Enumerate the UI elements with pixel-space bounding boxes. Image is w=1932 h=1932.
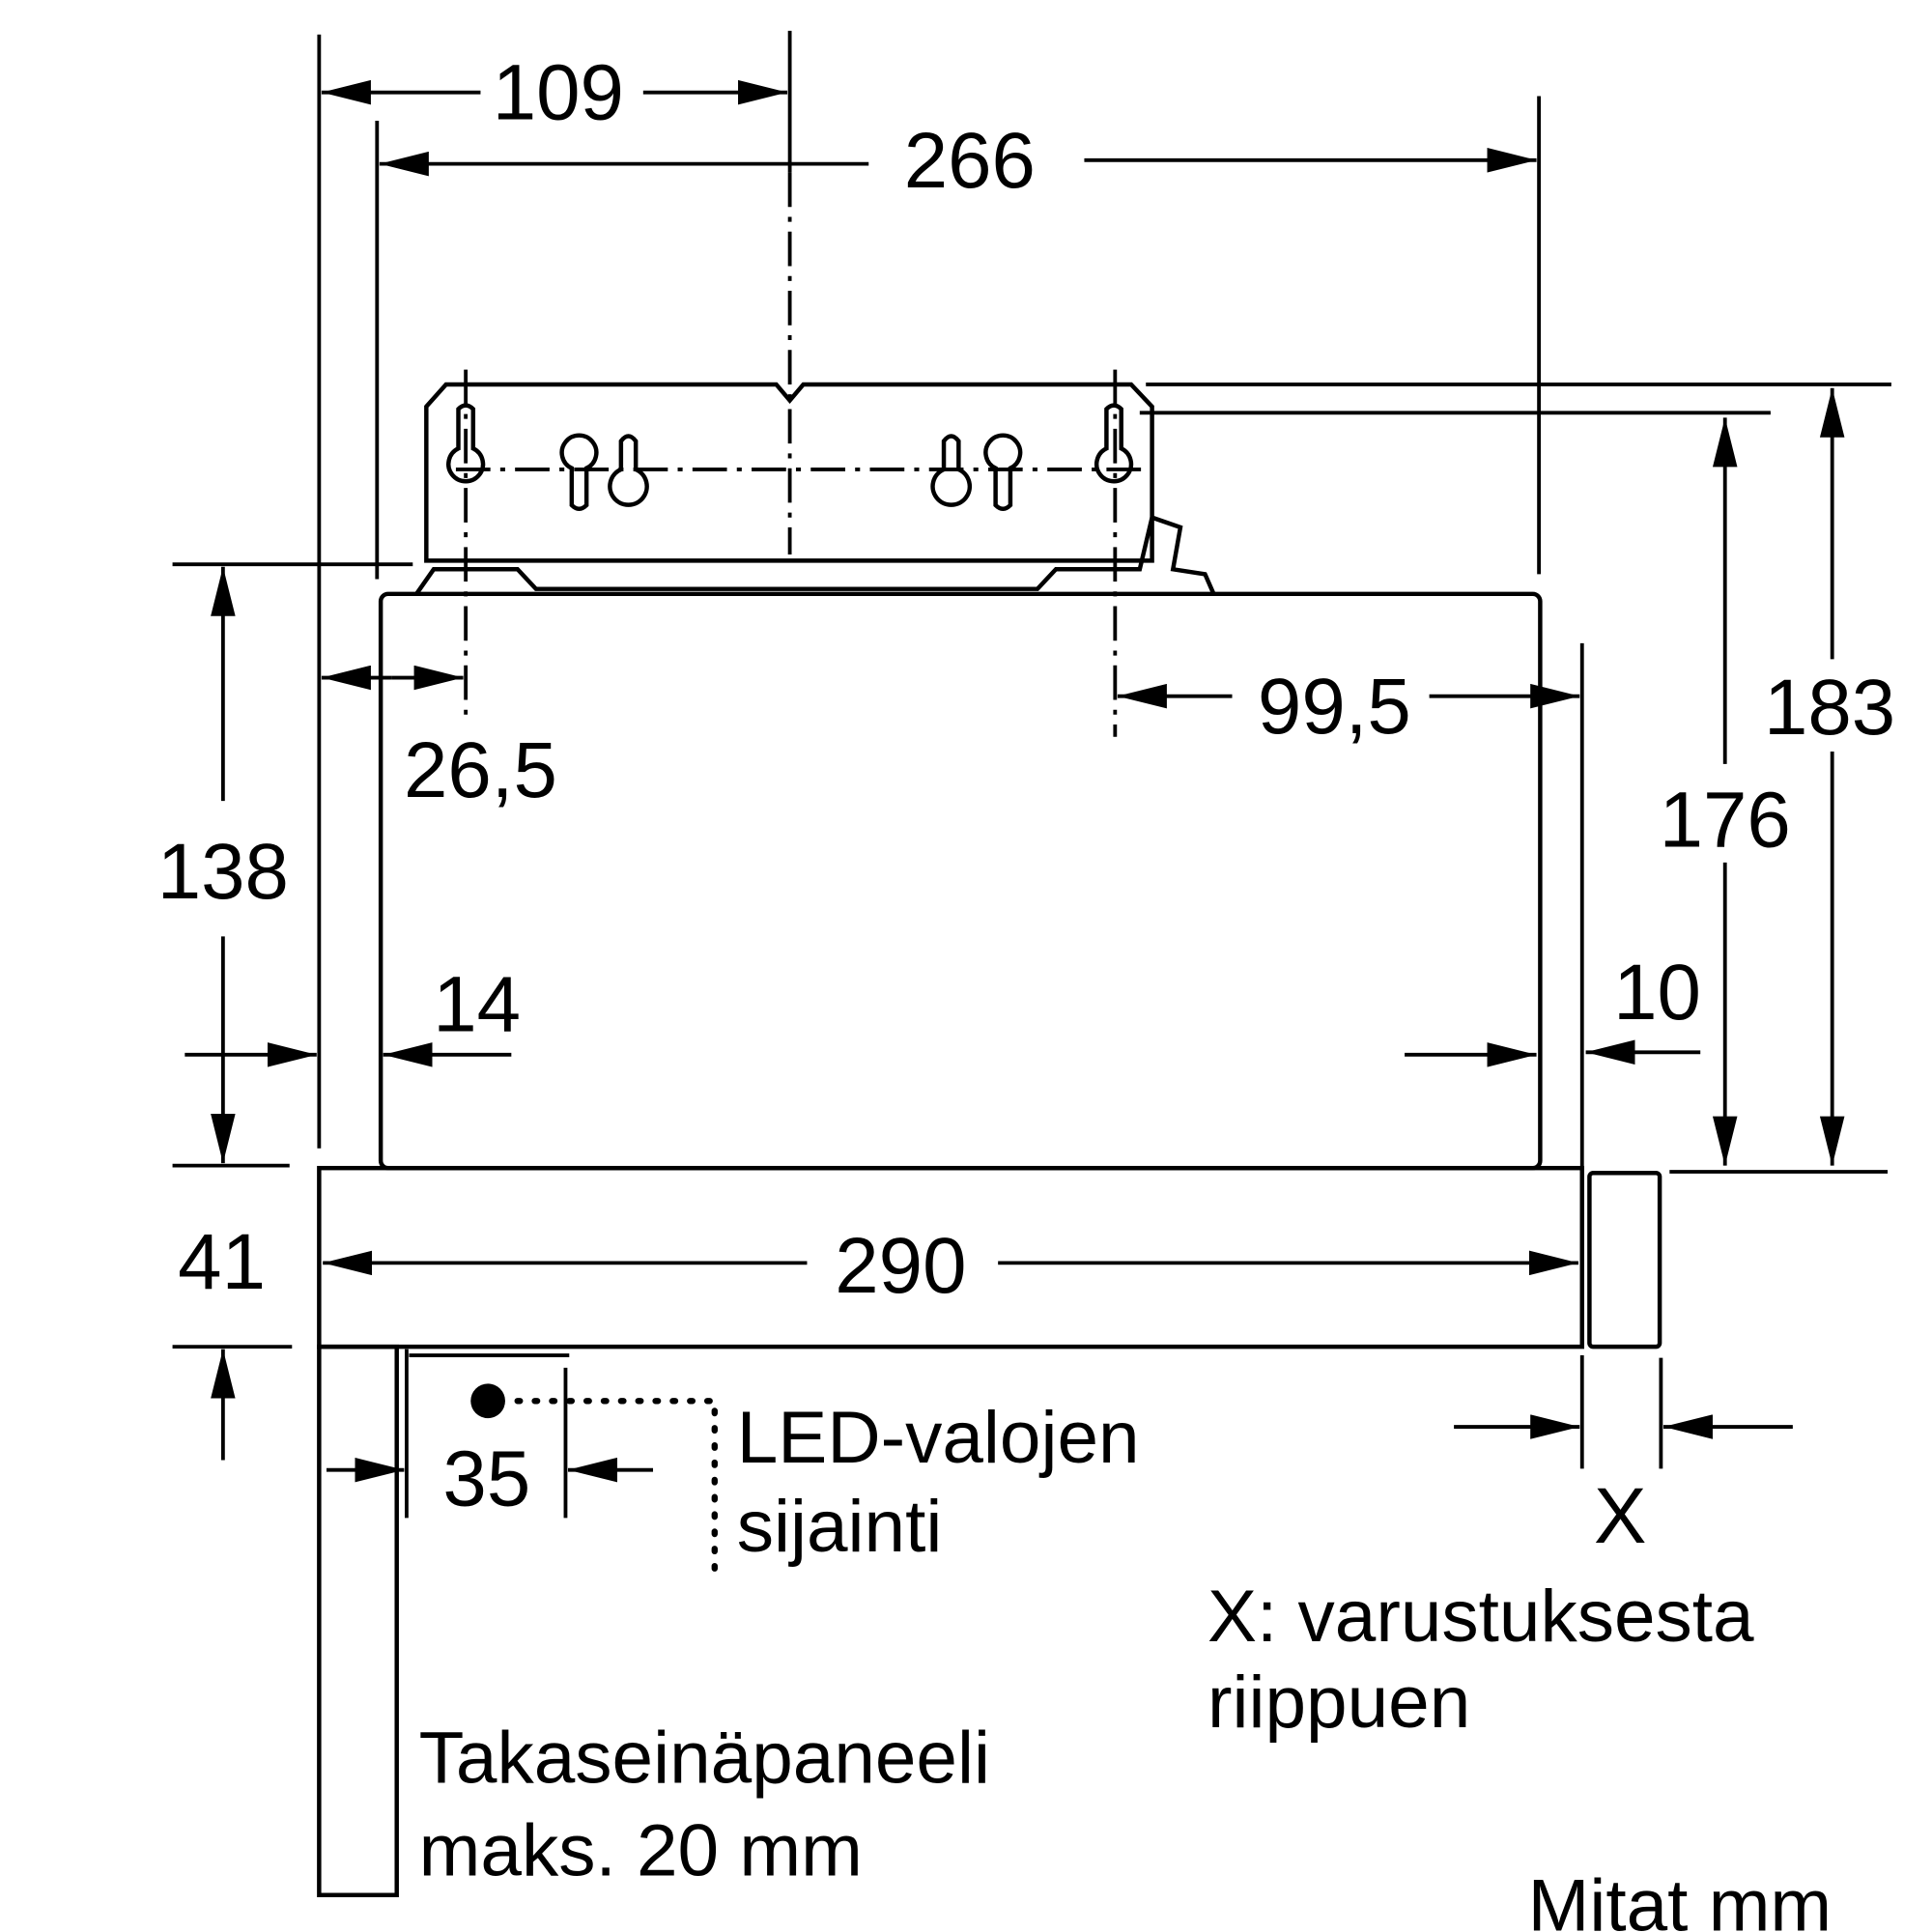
- dim-109: 109: [493, 49, 624, 137]
- dim-10: 10: [1613, 949, 1701, 1037]
- dim-26-5: 26,5: [404, 726, 557, 814]
- mounting-bracket: [414, 382, 1216, 596]
- dim-35: 35: [442, 1435, 530, 1523]
- dimension-arrows: [185, 79, 1845, 1519]
- units-label: Mitat mm: [1528, 1865, 1833, 1932]
- led-position-marker: [470, 1383, 718, 1575]
- dim-14: 14: [433, 961, 521, 1049]
- keyhole-icon: [446, 403, 1134, 512]
- dimension-labels: 109 266 26,5 99,5 183 176 138 14 10 41 2…: [157, 49, 1895, 1560]
- panel-label-line1: Takaseinäpaneeli: [419, 1718, 990, 1800]
- hood-body: [317, 591, 1662, 1897]
- x-note-line2: riippuen: [1208, 1662, 1470, 1744]
- dim-176: 176: [1660, 776, 1791, 864]
- dim-41: 41: [178, 1218, 266, 1306]
- dim-290: 290: [835, 1222, 966, 1310]
- led-label-line1: LED-valojen: [737, 1397, 1140, 1479]
- dim-99-5: 99,5: [1258, 663, 1411, 751]
- dim-266: 266: [904, 117, 1036, 205]
- dim-x: X: [1594, 1472, 1646, 1560]
- reference-lines: [172, 30, 1891, 1350]
- led-label-line2: sijainti: [737, 1486, 943, 1568]
- dim-138: 138: [157, 828, 289, 916]
- panel-label-line2: maks. 20 mm: [419, 1809, 863, 1891]
- dim-183: 183: [1764, 664, 1895, 752]
- notes: LED-valojen sijainti X: varustuksesta ri…: [419, 1397, 1833, 1932]
- x-note-line1: X: varustuksesta: [1208, 1576, 1754, 1658]
